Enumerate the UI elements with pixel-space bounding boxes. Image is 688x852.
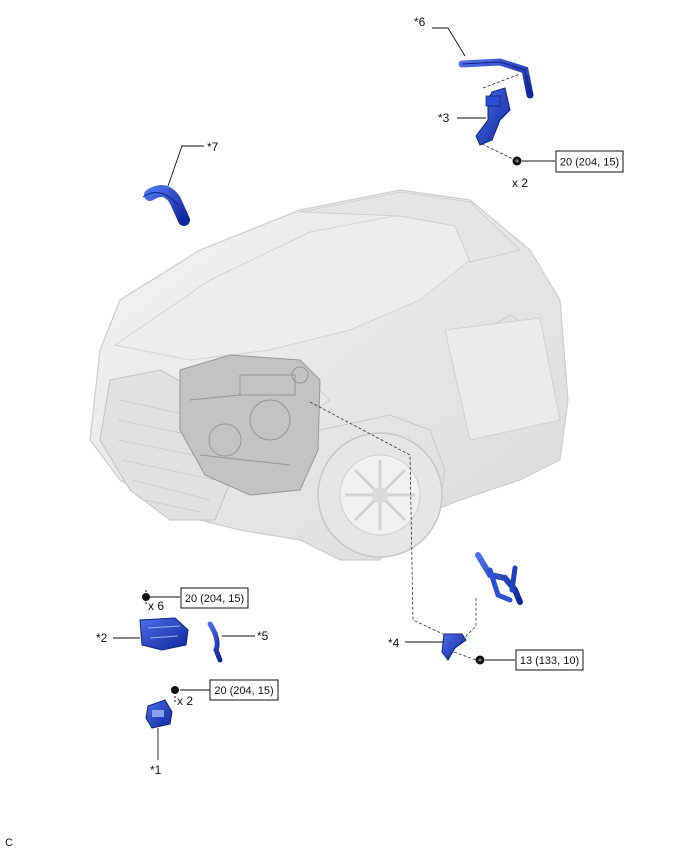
guide-line-4-hose: [461, 598, 477, 641]
callout-4: *4: [388, 636, 400, 650]
callout-2: *2: [96, 631, 108, 645]
part-1-bracket: [145, 699, 173, 729]
guide-line-6-3: [482, 73, 521, 89]
part-3-bracket: [475, 87, 511, 146]
quantity-label: x 2: [177, 694, 193, 708]
bolt-icon: [171, 686, 179, 704]
callout-7: *7: [207, 140, 219, 154]
torque-spec-right: 13 (133, 10): [515, 649, 584, 671]
part-5-hose: [207, 621, 223, 663]
callout-3: *3: [438, 111, 450, 125]
torque-value: 20 (204, 15): [185, 593, 244, 605]
torque-value: 13 (133, 10): [520, 655, 579, 667]
torque-spec-low: 20 (204, 15): [209, 679, 279, 701]
callout-6: *6: [414, 15, 426, 29]
torque-value: 20 (204, 15): [214, 685, 273, 697]
vehicle-illustration: [89, 189, 569, 561]
torque-spec-top: 20 (204, 15): [555, 150, 624, 173]
torque-value: 20 (204, 15): [560, 157, 619, 169]
engine-assembly: [179, 354, 321, 496]
part-6-hose: [458, 58, 534, 99]
part-2-cover: [139, 617, 189, 651]
bolt-icon: [512, 156, 522, 166]
corner-code: C: [5, 837, 13, 849]
leader-lines: [113, 27, 555, 760]
part-7-elbow-hose: [142, 185, 190, 226]
bolt-icon: [475, 655, 485, 665]
guide-line-3-bolt: [481, 143, 516, 161]
torque-spec-mid: 20 (204, 15): [180, 587, 249, 609]
callout-5: *5: [257, 629, 269, 643]
part-hose-assembly-right: [475, 552, 523, 605]
quantity-label: x 2: [512, 176, 528, 190]
callout-1: *1: [150, 763, 162, 777]
part-4-bracket: [441, 633, 467, 661]
quantity-label: x 6: [148, 599, 164, 613]
guide-line-engine-4: [309, 401, 444, 635]
bolt-icon: [142, 590, 150, 606]
guide-line-4-bolt: [453, 651, 477, 661]
